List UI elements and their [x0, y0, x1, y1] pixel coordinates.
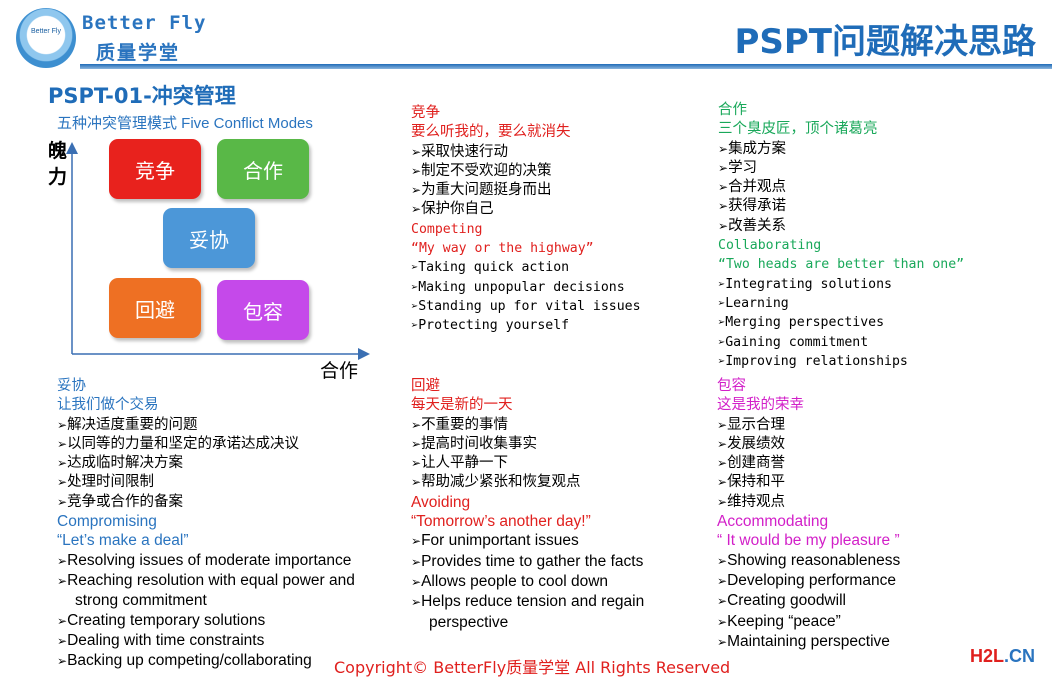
list-item: Dealing with time constraints: [57, 631, 377, 651]
competing-cn-title: 竞争: [411, 105, 440, 121]
list-item: Reaching resolution with equal power and…: [57, 571, 375, 611]
list-item: Keeping “peace”: [717, 612, 900, 632]
brand-name-cn: 质量学堂: [96, 42, 181, 64]
list-item: Standing up for vital issues: [411, 297, 640, 316]
list-item: Improving relationships: [718, 352, 964, 371]
brand-logo: Better Fly: [16, 8, 76, 68]
list-item: Making unpopular decisions: [411, 278, 641, 297]
list-item: Provides time to gather the facts: [411, 552, 701, 572]
competing-cn-motto: 要么听我的，要么就消失: [411, 124, 571, 141]
collaborating-en-motto: “Two heads are better than one”: [718, 257, 965, 273]
page-title: PSPT问题解决思路: [734, 22, 1036, 62]
diagram-axes: [66, 142, 370, 360]
compromising-en-motto: “Let’s make a deal”: [57, 532, 189, 550]
accommodating-en-motto: “ It would be my pleasure ”: [717, 532, 900, 550]
list-item: 改善关系: [718, 217, 964, 236]
compromising-cn-motto: 让我们做个交易: [57, 397, 159, 414]
list-item: 合并观点: [718, 178, 964, 197]
list-item: 发展绩效: [717, 435, 900, 454]
list-item: 帮助减少紧张和恢复观点: [411, 473, 701, 492]
collaborating-en-title: Collaborating: [718, 238, 822, 254]
mode-box-collaborate: 合作: [217, 139, 309, 199]
list-item: 提高时间收集事实: [411, 435, 701, 454]
avoiding-panel: 回避 每天是新的一天 不重要的事情 提高时间收集事实 让人平静一下 帮助减少紧张…: [411, 377, 701, 632]
accommodating-panel: 包容 这是我的荣幸 显示合理 发展绩效 创建商誉 保持和平 维持观点 Accom…: [717, 377, 900, 652]
list-item: Maintaining perspective: [717, 632, 900, 652]
x-axis-label: 合作: [320, 360, 359, 382]
avoiding-cn-motto: 每天是新的一天: [411, 397, 513, 414]
logo-text: Better Fly: [31, 28, 61, 35]
list-item: 创建商誉: [717, 454, 900, 473]
list-item: 为重大问题挺身而出: [411, 181, 641, 200]
collaborating-panel: 合作 三个臭皮匠，顶个诸葛亮 集成方案 学习 合并观点 获得承诺 改善关系 Co…: [718, 101, 964, 371]
compromising-cn-title: 妥协: [57, 378, 86, 394]
list-item: 维持观点: [717, 493, 900, 512]
list-item: Helps reduce tension and regain perspect…: [411, 592, 699, 632]
list-item: 学习: [718, 159, 964, 178]
list-item: 以同等的力量和坚定的承诺达成决议: [57, 435, 377, 454]
list-item: Integrating solutions: [718, 275, 964, 294]
mode-box-compete: 竞争: [109, 139, 201, 199]
avoiding-cn-title: 回避: [411, 378, 440, 394]
list-item: 处理时间限制: [57, 473, 377, 492]
collaborating-cn-title: 合作: [718, 102, 747, 118]
list-item: Creating goodwill: [717, 591, 900, 611]
list-item: 显示合理: [717, 416, 900, 435]
modes-caption: 五种冲突管理模式 Five Conflict Modes: [57, 115, 313, 132]
list-item: 采取快速行动: [411, 143, 641, 162]
list-item: 不重要的事情: [411, 416, 701, 435]
mode-box-avoid: 回避: [109, 278, 201, 338]
list-item: 制定不受欢迎的决策: [411, 162, 641, 181]
list-item: Learning: [718, 294, 964, 313]
list-item: Protecting yourself: [411, 316, 641, 335]
collaborating-cn-motto: 三个臭皮匠，顶个诸葛亮: [718, 121, 878, 138]
list-item: Gaining commitment: [718, 333, 964, 352]
competing-en-title: Competing: [411, 221, 483, 237]
list-item: For unimportant issues: [411, 531, 701, 551]
list-item: 达成临时解决方案: [57, 454, 377, 473]
competing-en-motto: “My way or the highway”: [411, 241, 594, 257]
competing-panel: 竞争 要么听我的，要么就消失 采取快速行动 制定不受欢迎的决策 为重大问题挺身而…: [411, 104, 641, 336]
avoiding-en-title: Avoiding: [411, 493, 471, 511]
list-item: Resolving issues of moderate importance: [57, 551, 377, 571]
list-item: Backing up competing/collaborating: [57, 651, 377, 671]
list-item: Creating temporary solutions: [57, 611, 377, 631]
compromising-panel: 妥协 让我们做个交易 解决适度重要的问题 以同等的力量和坚定的承诺达成决议 达成…: [57, 377, 377, 671]
mode-box-accommodate: 包容: [217, 280, 309, 340]
compromising-en-title: Compromising: [57, 513, 157, 531]
header-divider: [80, 64, 1052, 69]
list-item: Developing performance: [717, 571, 900, 591]
list-item: 保持和平: [717, 473, 900, 492]
list-item: 让人平静一下: [411, 454, 701, 473]
watermark-logo: H2L.CN: [970, 646, 1036, 666]
list-item: 解决适度重要的问题: [57, 416, 377, 435]
mode-box-compromise: 妥协: [163, 208, 255, 268]
list-item: 获得承诺: [718, 197, 964, 216]
list-item: Showing reasonableness: [717, 551, 900, 571]
list-item: 保护你自己: [411, 200, 641, 219]
accommodating-cn-motto: 这是我的荣幸: [717, 397, 804, 414]
list-item: Merging perspectives: [718, 313, 964, 332]
y-axis-label: 魄力: [48, 140, 68, 188]
list-item: 集成方案: [718, 140, 964, 159]
brand-name-en: Better Fly: [82, 12, 207, 34]
avoiding-en-motto: “Tomorrow’s another day!”: [411, 513, 591, 531]
accommodating-en-title: Accommodating: [717, 513, 829, 531]
list-item: 竞争或合作的备案: [57, 493, 377, 512]
section-title: PSPT-01-冲突管理: [48, 84, 236, 108]
accommodating-cn-title: 包容: [717, 378, 746, 394]
list-item: Taking quick action: [411, 258, 641, 277]
list-item: Allows people to cool down: [411, 572, 701, 592]
copyright-footer: Copyright© BetterFly质量学堂 All Rights Rese…: [334, 658, 731, 677]
